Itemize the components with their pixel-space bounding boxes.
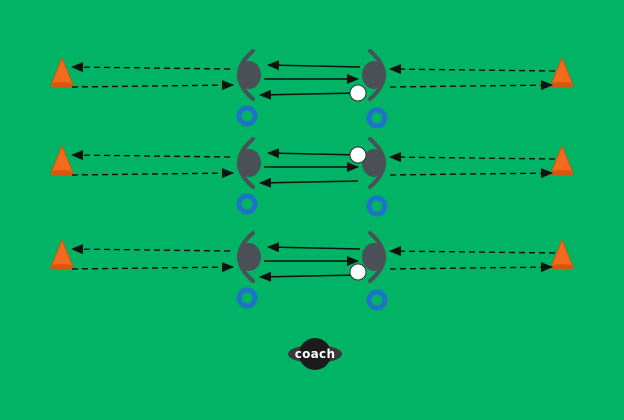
player-arms xyxy=(237,49,255,101)
coach-logo-badge xyxy=(299,338,331,370)
pass-arrow xyxy=(259,271,359,282)
dashed-run-arrow xyxy=(71,150,231,161)
dashed-run-arrow xyxy=(71,168,234,179)
coach-logo: coach xyxy=(288,338,342,370)
cone-base xyxy=(50,82,74,88)
player-icon xyxy=(362,137,386,189)
cone-base xyxy=(550,264,574,270)
pass-arrow xyxy=(267,60,361,71)
player-icon xyxy=(237,49,261,101)
player-icon xyxy=(362,49,386,101)
dashed-run-arrow xyxy=(71,80,234,91)
player-body xyxy=(237,243,261,271)
ball-icon xyxy=(349,263,367,281)
player-arms xyxy=(368,49,386,101)
drill-lane xyxy=(50,231,574,311)
ring-marker-icon xyxy=(366,289,388,311)
pass-arrow xyxy=(259,89,359,100)
player-body xyxy=(362,61,386,89)
drill-lane xyxy=(50,137,574,217)
player-arms xyxy=(237,137,255,189)
dashed-run-arrow xyxy=(71,62,231,73)
dashed-run-arrow xyxy=(389,80,553,91)
dashed-run-arrow xyxy=(71,262,234,273)
coach-logo-text: coach xyxy=(295,347,336,361)
player-arms xyxy=(237,231,255,283)
ball-icon xyxy=(349,84,367,102)
cone-icon xyxy=(50,56,74,86)
ring-marker-icon xyxy=(236,105,258,127)
player-arms xyxy=(368,137,386,189)
pass-arrow xyxy=(259,177,359,188)
dashed-run-arrow xyxy=(389,168,553,179)
dashed-run-arrow xyxy=(389,262,553,273)
dashed-run-arrow xyxy=(71,244,231,255)
cone-base xyxy=(550,170,574,176)
drill-lane xyxy=(50,49,574,129)
player-body xyxy=(237,149,261,177)
player-body xyxy=(237,61,261,89)
dashed-run-arrow xyxy=(389,246,556,257)
ball-icon xyxy=(349,146,367,164)
dashed-run-arrow xyxy=(389,152,556,163)
cone-icon xyxy=(50,238,74,268)
cone-base xyxy=(50,264,74,270)
pass-arrow xyxy=(267,148,361,159)
cone-base xyxy=(550,82,574,88)
player-icon xyxy=(237,231,261,283)
pass-arrow xyxy=(267,242,361,253)
player-body xyxy=(362,243,386,271)
player-arms xyxy=(368,231,386,283)
ring-marker-icon xyxy=(236,287,258,309)
player-icon xyxy=(237,137,261,189)
player-body xyxy=(362,149,386,177)
cone-base xyxy=(50,170,74,176)
ring-marker-icon xyxy=(366,195,388,217)
cone-icon xyxy=(50,144,74,174)
ring-marker-icon xyxy=(236,193,258,215)
drill-lanes xyxy=(50,49,574,311)
player-icon xyxy=(362,231,386,283)
ring-marker-icon xyxy=(366,107,388,129)
dashed-run-arrow xyxy=(389,64,556,75)
